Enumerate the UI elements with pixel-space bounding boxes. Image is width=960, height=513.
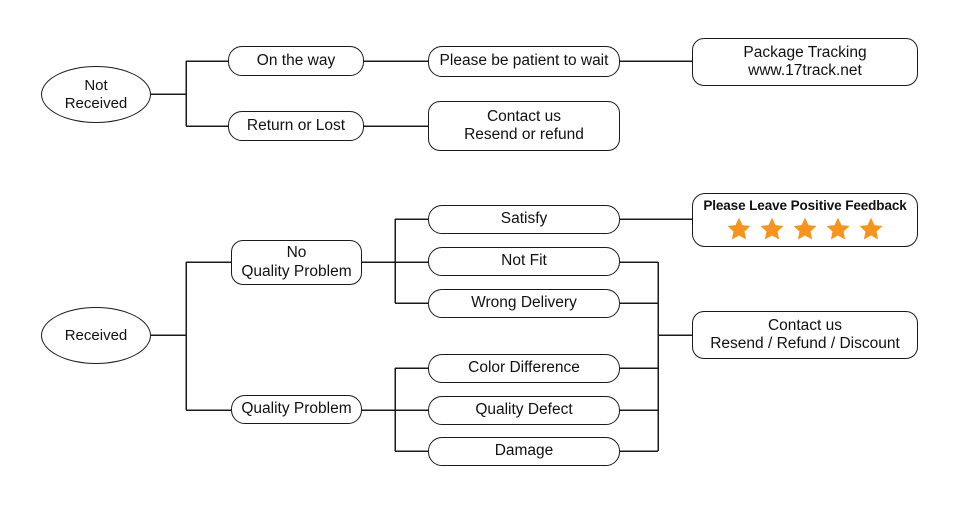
node-please-be-patient[interactable]: Please be patient to wait xyxy=(428,46,620,77)
node-damage-label: Damage xyxy=(494,442,554,460)
node-contact-resend-refund-discount[interactable]: Contact us Resend / Refund / Discount xyxy=(692,311,918,359)
node-satisfy[interactable]: Satisfy xyxy=(428,205,620,234)
node-satisfy-label: Satisfy xyxy=(500,210,548,228)
node-damage[interactable]: Damage xyxy=(428,437,620,466)
node-contact-resend-or-refund-label: Contact us Resend or refund xyxy=(464,107,584,143)
node-return-or-lost-label: Return or Lost xyxy=(246,116,346,134)
node-color-difference[interactable]: Color Difference xyxy=(428,354,620,383)
node-contact-resend-refund-discount-label: Contact us Resend / Refund / Discount xyxy=(710,316,900,352)
node-leave-positive-feedback[interactable]: Please Leave Positive Feedback xyxy=(692,193,918,247)
node-quality-defect-label: Quality Defect xyxy=(475,401,573,419)
node-return-or-lost[interactable]: Return or Lost xyxy=(228,111,364,141)
node-received-label: Received xyxy=(64,326,128,344)
node-please-be-patient-label: Please be patient to wait xyxy=(439,52,609,70)
node-on-the-way-label: On the way xyxy=(256,51,336,69)
node-received[interactable]: Received xyxy=(41,307,151,364)
node-not-fit[interactable]: Not Fit xyxy=(428,247,620,276)
star-icon[interactable] xyxy=(759,216,785,242)
node-on-the-way[interactable]: On the way xyxy=(228,46,364,76)
node-package-tracking-label: Package Tracking www.17track.net xyxy=(743,43,867,79)
star-rating[interactable] xyxy=(726,216,884,242)
node-wrong-delivery[interactable]: Wrong Delivery xyxy=(428,289,620,318)
node-not-received-label: Not Received xyxy=(64,76,128,112)
node-not-received[interactable]: Not Received xyxy=(41,66,151,123)
node-package-tracking[interactable]: Package Tracking www.17track.net xyxy=(692,38,918,86)
node-no-quality-problem-label: No Quality Problem xyxy=(241,244,352,280)
star-icon[interactable] xyxy=(825,216,851,242)
node-quality-problem[interactable]: Quality Problem xyxy=(231,395,362,424)
node-not-fit-label: Not Fit xyxy=(501,252,547,270)
star-icon[interactable] xyxy=(858,216,884,242)
node-quality-defect[interactable]: Quality Defect xyxy=(428,396,620,425)
node-wrong-delivery-label: Wrong Delivery xyxy=(471,294,577,312)
feedback-title: Please Leave Positive Feedback xyxy=(703,198,907,214)
star-icon[interactable] xyxy=(726,216,752,242)
node-no-quality-problem[interactable]: No Quality Problem xyxy=(231,240,362,285)
node-quality-problem-label: Quality Problem xyxy=(241,400,352,418)
node-contact-resend-or-refund[interactable]: Contact us Resend or refund xyxy=(428,101,620,151)
star-icon[interactable] xyxy=(792,216,818,242)
node-color-difference-label: Color Difference xyxy=(468,359,580,377)
